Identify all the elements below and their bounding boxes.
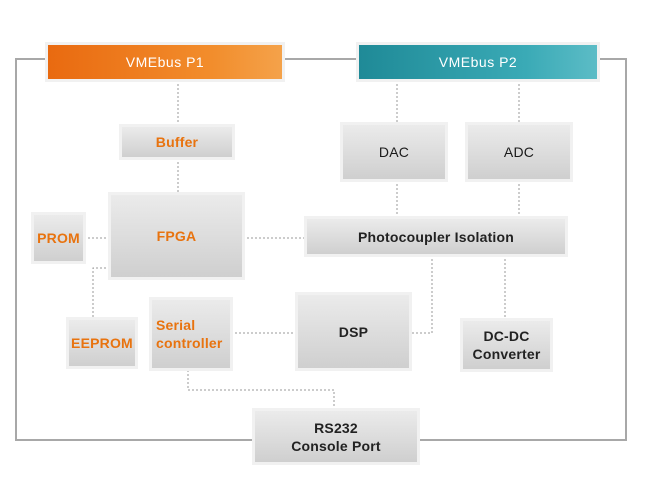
dac-label: DAC bbox=[343, 125, 445, 179]
adc-block: ADC bbox=[465, 122, 573, 182]
dcdc-converter-label: DC-DC Converter bbox=[463, 321, 550, 369]
fpga-label: FPGA bbox=[111, 195, 242, 277]
prom-block: PROM bbox=[31, 212, 86, 264]
eeprom-label: EEPROM bbox=[69, 320, 135, 366]
fpga-block: FPGA bbox=[108, 192, 245, 280]
dac-block: DAC bbox=[340, 122, 448, 182]
outer-frame-line bbox=[15, 58, 627, 441]
rs232-console-port-block: RS232 Console Port bbox=[252, 408, 420, 465]
eeprom-block: EEPROM bbox=[66, 317, 138, 369]
prom-label: PROM bbox=[34, 215, 83, 261]
vmebus-p1-block: VMEbus P1 bbox=[45, 42, 285, 82]
rs232-console-port-label: RS232 Console Port bbox=[255, 411, 417, 462]
vmebus-p2-label: VMEbus P2 bbox=[359, 45, 597, 79]
dsp-block: DSP bbox=[295, 292, 412, 371]
vmebus-p1-label: VMEbus P1 bbox=[48, 45, 282, 79]
dcdc-converter-block: DC-DC Converter bbox=[460, 318, 553, 372]
photocoupler-isolation-label: Photocoupler Isolation bbox=[307, 219, 565, 254]
photocoupler-isolation-block: Photocoupler Isolation bbox=[304, 216, 568, 257]
line-serial-rs232 bbox=[187, 370, 335, 410]
serial-controller-block: Serial controller bbox=[149, 297, 233, 371]
serial-controller-label: Serial controller bbox=[152, 300, 230, 368]
vmebus-p2-block: VMEbus P2 bbox=[356, 42, 600, 82]
line-photo-dsp bbox=[410, 255, 433, 334]
buffer-label: Buffer bbox=[122, 127, 232, 157]
dsp-label: DSP bbox=[298, 295, 409, 368]
line-fpga-eeprom bbox=[92, 267, 110, 319]
buffer-block: Buffer bbox=[119, 124, 235, 160]
adc-label: ADC bbox=[468, 125, 570, 179]
